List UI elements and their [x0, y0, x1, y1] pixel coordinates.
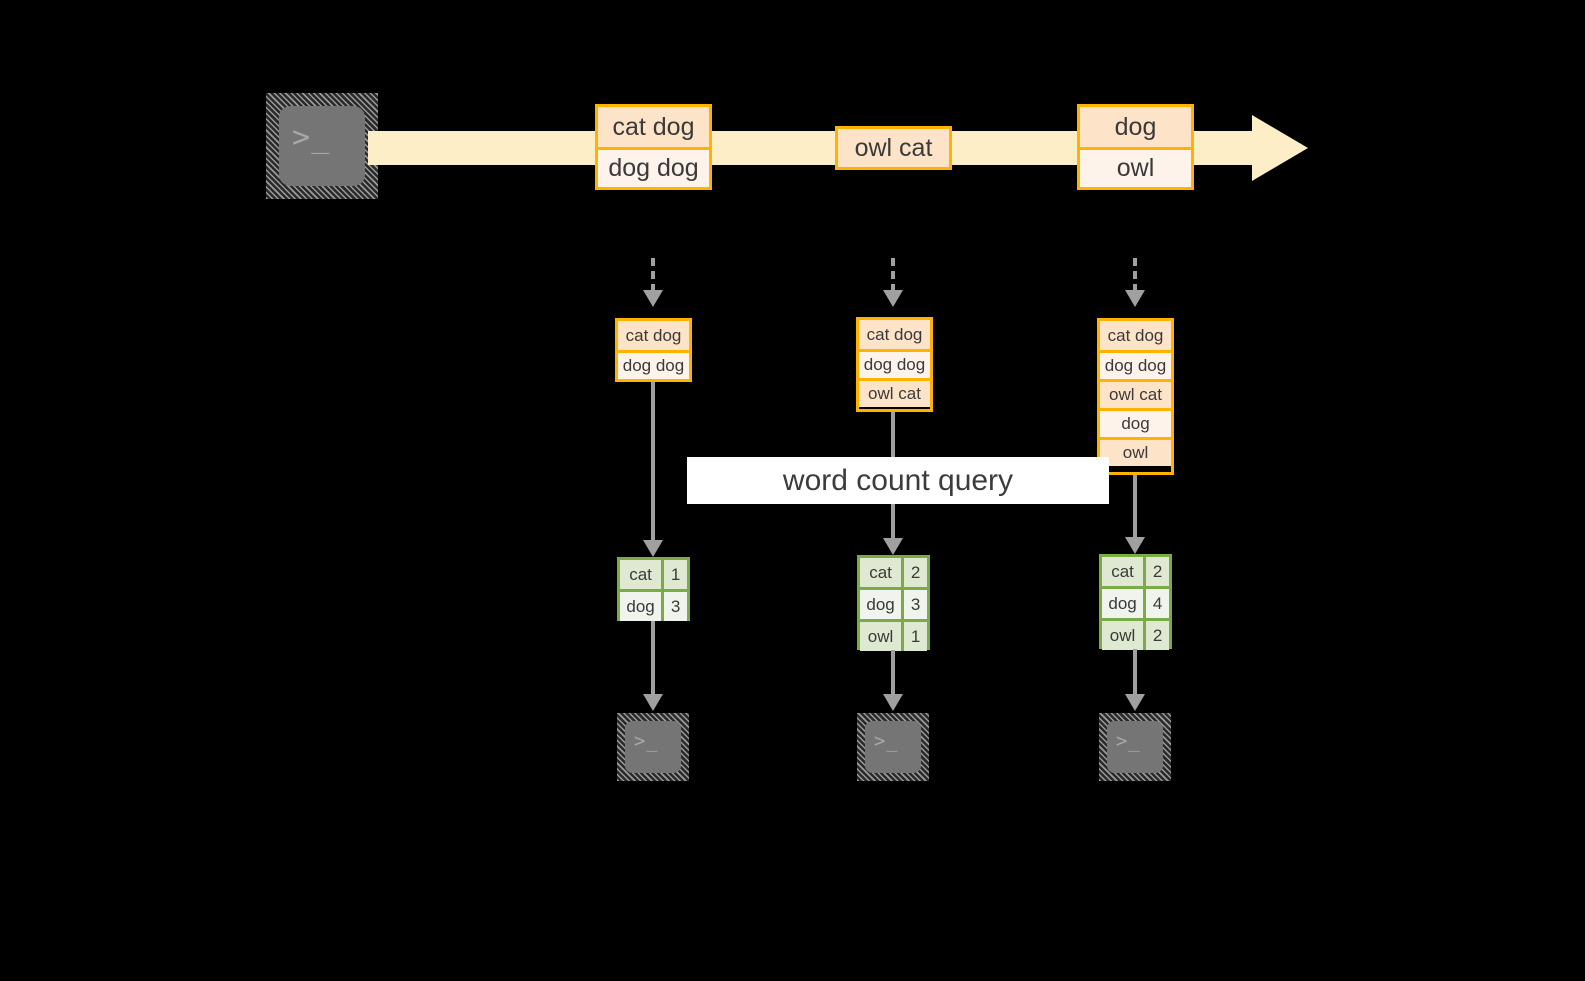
- col3-record-3: owl cat: [1100, 379, 1171, 408]
- stream-batch-2-line-1: owl cat: [838, 129, 949, 167]
- col3-dashed-connector: [1133, 258, 1137, 292]
- col2-result-count-2: 3: [901, 590, 927, 619]
- col1-record-1: cat dog: [618, 321, 689, 350]
- table-row: owl 2: [1102, 618, 1169, 650]
- table-row: dog 4: [1102, 586, 1169, 618]
- col2-result-count-3: 1: [901, 622, 927, 651]
- table-row: cat 1: [620, 560, 687, 589]
- col3-record-4: dog: [1100, 408, 1171, 437]
- col1-result-table[interactable]: cat 1 dog 3: [617, 557, 690, 621]
- col2-sink-connector: [891, 650, 895, 696]
- col3-dashed-arrowhead-icon: [1125, 290, 1145, 307]
- stream-batch-3-line-2: owl: [1080, 147, 1191, 187]
- stream-batch-3[interactable]: dog owl: [1077, 104, 1194, 190]
- terminal-screen: [625, 721, 681, 773]
- stream-batch-2[interactable]: owl cat: [835, 126, 952, 170]
- stream-batch-1-line-2: dog dog: [598, 147, 709, 187]
- col1-dashed-connector: [651, 258, 655, 292]
- col2-record-3: owl cat: [859, 378, 930, 407]
- col2-record-1: cat dog: [859, 320, 930, 349]
- stream-batch-1-line-1: cat dog: [598, 107, 709, 147]
- col1-sink-connector: [651, 621, 655, 696]
- col3-record-5: owl: [1100, 437, 1171, 466]
- col3-sink-arrowhead-icon: [1125, 694, 1145, 711]
- col3-result-count-1: 2: [1143, 557, 1169, 586]
- col2-result-word-1: cat: [860, 558, 902, 587]
- stream-batch-1[interactable]: cat dog dog dog: [595, 104, 712, 190]
- col3-result-word-1: cat: [1102, 557, 1144, 586]
- col2-record-2: dog dog: [859, 349, 930, 378]
- col1-result-count-2: 3: [661, 592, 687, 621]
- col3-result-word-2: dog: [1102, 589, 1144, 618]
- col2-dashed-connector: [891, 258, 895, 292]
- col1-query-arrowhead-icon: [643, 540, 663, 557]
- col3-query-connector: [1133, 475, 1137, 540]
- col3-sink-terminal-icon: >_: [1099, 713, 1171, 781]
- col2-accumulated-records[interactable]: cat dog dog dog owl cat: [856, 317, 933, 412]
- terminal-prompt-glyph: >_: [292, 120, 331, 155]
- col1-result-word-1: cat: [620, 560, 662, 589]
- terminal-screen: [1107, 721, 1163, 773]
- source-terminal-icon: >_: [266, 93, 378, 199]
- terminal-prompt-glyph: >_: [874, 730, 899, 752]
- stream-arrow-head-icon: [1252, 115, 1308, 181]
- stream-batch-3-line-1: dog: [1080, 107, 1191, 147]
- col1-dashed-arrowhead-icon: [643, 290, 663, 307]
- col1-sink-arrowhead-icon: [643, 694, 663, 711]
- col1-accumulated-records[interactable]: cat dog dog dog: [615, 318, 692, 382]
- col3-result-word-3: owl: [1102, 621, 1144, 650]
- terminal-prompt-glyph: >_: [634, 730, 659, 752]
- col2-sink-terminal-icon: >_: [857, 713, 929, 781]
- query-label: word count query: [687, 457, 1109, 504]
- col3-sink-connector: [1133, 649, 1137, 696]
- col2-result-word-2: dog: [860, 590, 902, 619]
- col3-query-arrowhead-icon: [1125, 537, 1145, 554]
- col3-result-table[interactable]: cat 2 dog 4 owl 2: [1099, 554, 1172, 650]
- col3-record-1: cat dog: [1100, 321, 1171, 350]
- table-row: dog 3: [860, 587, 927, 619]
- table-row: owl 1: [860, 619, 927, 651]
- table-row: cat 2: [1102, 557, 1169, 586]
- terminal-screen: [279, 106, 365, 186]
- table-row: dog 3: [620, 589, 687, 621]
- col3-accumulated-records[interactable]: cat dog dog dog owl cat dog owl: [1097, 318, 1174, 475]
- col1-query-connector: [651, 382, 655, 542]
- col2-result-count-1: 2: [901, 558, 927, 587]
- col2-query-arrowhead-icon: [883, 538, 903, 555]
- terminal-prompt-glyph: >_: [1116, 730, 1141, 752]
- col1-record-2: dog dog: [618, 350, 689, 379]
- col3-result-count-3: 2: [1143, 621, 1169, 650]
- col2-dashed-arrowhead-icon: [883, 290, 903, 307]
- col3-record-2: dog dog: [1100, 350, 1171, 379]
- table-row: cat 2: [860, 558, 927, 587]
- col1-result-word-2: dog: [620, 592, 662, 621]
- col2-result-word-3: owl: [860, 622, 902, 651]
- col3-result-count-2: 4: [1143, 589, 1169, 618]
- col1-sink-terminal-icon: >_: [617, 713, 689, 781]
- col2-result-table[interactable]: cat 2 dog 3 owl 1: [857, 555, 930, 651]
- col1-result-count-1: 1: [661, 560, 687, 589]
- terminal-screen: [865, 721, 921, 773]
- col2-sink-arrowhead-icon: [883, 694, 903, 711]
